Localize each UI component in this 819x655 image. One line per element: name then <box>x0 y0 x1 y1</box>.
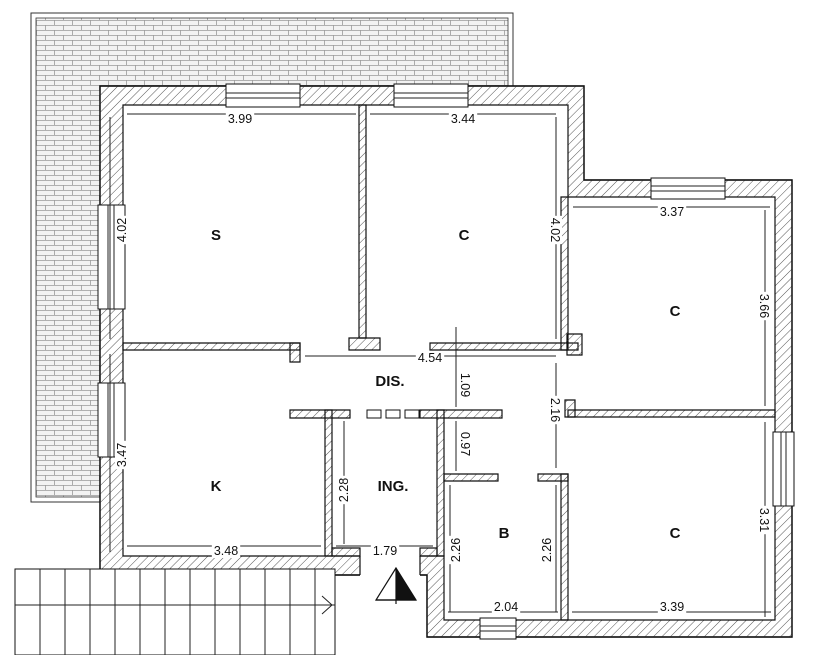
dim-b-height-left: 2.26 <box>449 538 463 562</box>
dimension-label-backdrop <box>757 291 771 321</box>
dimension-label-backdrop <box>370 544 400 558</box>
room-label-s: S <box>211 227 221 244</box>
dim-corridor-depth: 1.09 <box>458 373 472 397</box>
dimension-label-backdrop <box>225 112 255 126</box>
dimension-label-backdrop <box>491 600 521 614</box>
dim-s-width: 3.99 <box>228 112 252 126</box>
room-label-k: K <box>211 478 222 495</box>
dim-corridor-gap: 2.16 <box>548 398 562 422</box>
dimension-label-backdrop <box>657 205 687 219</box>
dim-c3-width: 3.39 <box>660 600 684 614</box>
room-labels: S C C DIS. K ING. B C <box>211 227 681 542</box>
room-label-c1: C <box>459 227 470 244</box>
dimension-label-backdrop <box>115 215 129 245</box>
dim-c3-height: 3.31 <box>757 508 771 532</box>
stairs <box>14 568 336 655</box>
dim-ing-height: 2.28 <box>337 478 351 502</box>
dimension-label-backdrop <box>458 370 472 400</box>
windows <box>97 83 795 640</box>
dimension-label-backdrop <box>548 395 562 425</box>
dimension-label-backdrop <box>458 429 472 459</box>
building-footprint <box>99 85 793 638</box>
dim-k-height: 3.47 <box>115 443 129 467</box>
dim-c2-width: 3.37 <box>660 205 684 219</box>
dimension-labels: 3.99 3.44 3.37 4.02 4.02 3.66 4.54 1.09 … <box>115 112 771 614</box>
dimension-label-backdrop <box>415 351 445 365</box>
room-label-dis: DIS. <box>375 373 404 390</box>
dimension-label-backdrop <box>449 535 463 565</box>
dim-b-width: 2.04 <box>494 600 518 614</box>
dimension-label-backdrop <box>548 215 562 245</box>
dimension-label-backdrop <box>211 544 241 558</box>
dim-door-gap: 0.97 <box>458 432 472 456</box>
dimension-label-backdrop <box>657 600 687 614</box>
dim-k-width: 3.48 <box>214 544 238 558</box>
dashed-partition <box>366 409 420 419</box>
dim-c1-height: 4.02 <box>548 218 562 242</box>
dim-s-height: 4.02 <box>115 218 129 242</box>
dim-c1-width: 3.44 <box>451 112 475 126</box>
dim-corridor-length: 4.54 <box>418 351 442 365</box>
dim-ing-width: 1.79 <box>373 544 397 558</box>
room-label-c2: C <box>670 303 681 320</box>
dim-c2-height: 3.66 <box>757 294 771 318</box>
entrance-arrow-icon <box>374 566 418 604</box>
room-label-ing: ING. <box>378 478 409 495</box>
interior-walls <box>122 104 776 621</box>
dimension-label-backdrop <box>757 505 771 535</box>
dimension-label-backdrop <box>540 535 554 565</box>
dim-b-height-right: 2.26 <box>540 538 554 562</box>
dimension-label-backdrop <box>115 440 129 470</box>
dimension-label-backdrop <box>337 475 351 505</box>
room-label-c3: C <box>670 525 681 542</box>
room-label-b: B <box>499 525 510 542</box>
dimension-label-backdrop <box>448 112 478 126</box>
